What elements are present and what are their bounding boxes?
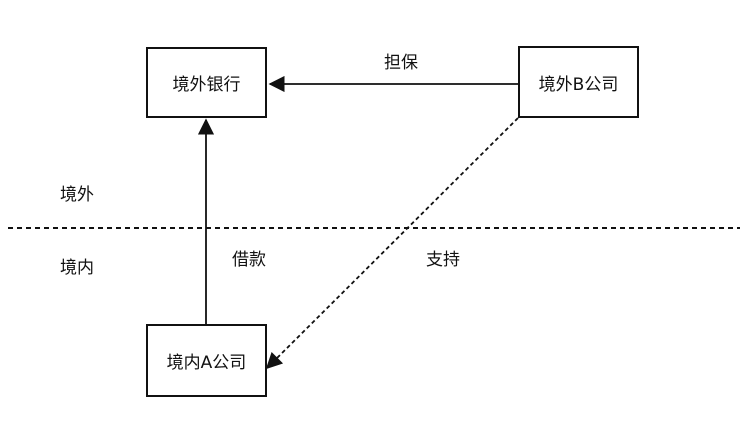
overseas-company-b-node: 境外B公司 [518, 46, 639, 118]
overseas-bank-node: 境外银行 [146, 47, 267, 118]
domestic-company-a-label: 境内A公司 [166, 353, 247, 373]
domestic-company-a-node: 境内A公司 [146, 324, 267, 397]
support-arrow [265, 117, 519, 370]
overseas-company-b-label: 境外B公司 [538, 74, 619, 95]
support-edge-label: 支持 [426, 250, 460, 270]
domestic-region-label: 境内 [60, 258, 94, 278]
loan-edge-label: 借款 [232, 250, 266, 270]
overseas-region-label: 境外 [60, 185, 94, 205]
overseas-bank-label: 境外银行 [172, 75, 241, 95]
guarantee-edge-label: 担保 [384, 53, 418, 73]
